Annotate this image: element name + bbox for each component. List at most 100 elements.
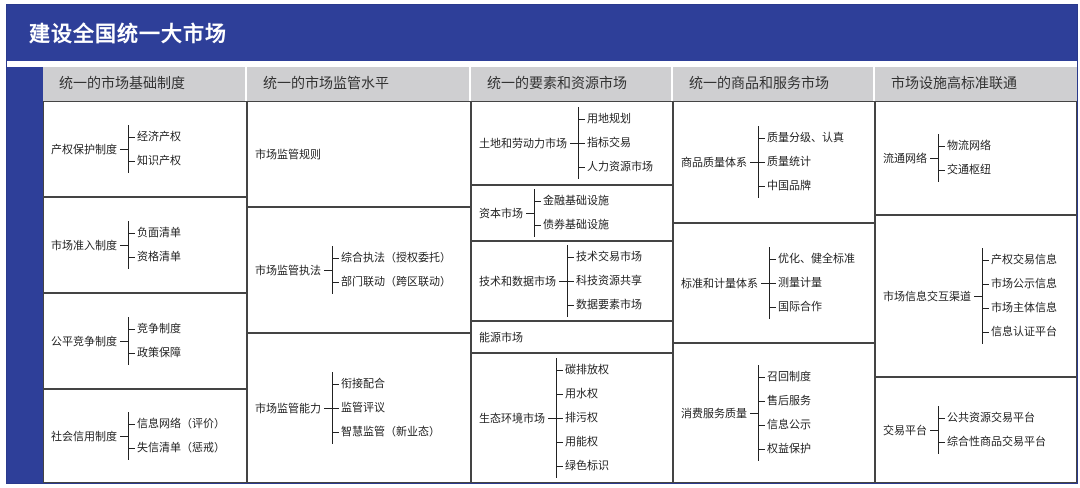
sub-item: 综合性商品交易平台	[939, 430, 1046, 454]
bracket-connector	[750, 412, 758, 414]
sub-item: 售后服务	[759, 389, 811, 413]
sub-item: 知识产权	[129, 149, 181, 173]
column-3: 土地和劳动力市场用地规划指标交易人力资源市场资本市场金融基础设施债券基础设施技术…	[471, 101, 673, 483]
category-name: 标准和计量体系	[681, 277, 758, 290]
category-group: 资本市场金融基础设施债券基础设施	[479, 186, 609, 240]
sub-item: 排污权	[557, 406, 609, 430]
column-header-3: 统一的要素和资源市场	[471, 67, 673, 101]
column-header-4: 统一的商品和服务市场	[673, 67, 875, 101]
category-cell: 生态环境市场碳排放权用水权排污权用能权绿色标识	[471, 353, 673, 483]
bracket-children: 碳排放权用水权排污权用能权绿色标识	[556, 358, 609, 478]
category-name: 产权保护制度	[51, 143, 117, 156]
category-group: 技术和数据市场技术交易市场科技资源共享数据要素市场	[479, 242, 642, 320]
category-name: 消费服务质量	[681, 407, 747, 420]
category-name: 社会信用制度	[51, 430, 117, 443]
category-cell: 交易平台公共资源交易平台综合性商品交易平台	[875, 377, 1077, 483]
category-name: 市场监管执法	[255, 264, 321, 277]
sub-item: 债券基础设施	[535, 213, 609, 237]
category-group: 土地和劳动力市场用地规划指标交易人力资源市场	[479, 102, 653, 184]
category-cell: 流通网络物流网络交通枢纽	[875, 101, 1077, 215]
sub-item: 用地规划	[579, 107, 653, 131]
category-name: 生态环境市场	[479, 412, 545, 425]
category-group: 市场监管执法综合执法（授权委托）部门联动（跨区联动）	[255, 208, 451, 332]
sub-item: 质量分级、认真	[759, 126, 844, 150]
bracket-children: 产权交易信息市场公示信息市场主体信息信息认证平台	[982, 248, 1057, 344]
bracket-connector	[324, 269, 332, 271]
category-group: 公平竞争制度竞争制度政策保障	[51, 294, 181, 388]
bracket-children: 物流网络交通枢纽	[938, 134, 991, 182]
category-group: 市场准入制度负面清单资格清单	[51, 198, 181, 292]
sub-item: 指标交易	[579, 131, 653, 155]
category-name: 公平竞争制度	[51, 335, 117, 348]
sub-item: 数据要素市场	[568, 293, 642, 317]
sub-item: 信息认证平台	[983, 320, 1057, 344]
category-name: 土地和劳动力市场	[479, 137, 567, 150]
bracket-connector	[548, 417, 556, 419]
category-name: 能源市场	[479, 331, 523, 344]
sub-item: 碳排放权	[557, 358, 609, 382]
category-group: 商品质量体系质量分级、认真质量统计中国品牌	[681, 102, 844, 222]
sub-item: 权益保护	[759, 437, 811, 461]
sub-item: 优化、健全标准	[770, 247, 855, 271]
sub-item: 国际合作	[770, 295, 855, 319]
sub-item: 金融基础设施	[535, 189, 609, 213]
category-name: 市场信息交互渠道	[883, 290, 971, 303]
sub-item: 经济产权	[129, 125, 181, 149]
bracket-connector	[974, 295, 982, 297]
category-cell: 产权保护制度经济产权知识产权	[43, 101, 247, 197]
category-cell: 土地和劳动力市场用地规划指标交易人力资源市场	[471, 101, 673, 185]
sub-item: 物流网络	[939, 134, 991, 158]
bracket-children: 信息网络（评价）失信清单（惩戒）	[128, 412, 225, 460]
sub-item: 智慧监管（新业态）	[333, 420, 440, 444]
category-cell: 公平竞争制度竞争制度政策保障	[43, 293, 247, 389]
bracket-connector	[750, 161, 758, 163]
bracket-children: 召回制度售后服务信息公示权益保护	[758, 365, 811, 461]
sub-item: 绿色标识	[557, 454, 609, 478]
sub-item: 质量统计	[759, 150, 844, 174]
sub-item: 综合执法（授权委托）	[333, 246, 451, 270]
column-2: 市场监管规则市场监管执法综合执法（授权委托）部门联动（跨区联动）市场监管能力衔接…	[247, 101, 471, 483]
sub-item: 信息公示	[759, 413, 811, 437]
column-header-5: 市场设施高标准联通	[875, 67, 1077, 101]
bracket-children: 综合执法（授权委托）部门联动（跨区联动）	[332, 246, 451, 294]
bracket-children: 竞争制度政策保障	[128, 317, 181, 365]
category-name: 市场监管规则	[255, 148, 321, 161]
column-4: 商品质量体系质量分级、认真质量统计中国品牌标准和计量体系优化、健全标准测量计量国…	[673, 101, 875, 483]
diagram-title: 建设全国统一大市场	[29, 22, 227, 46]
sub-item: 信息网络（评价）	[129, 412, 225, 436]
category-group: 能源市场	[479, 322, 523, 352]
category-group: 市场信息交互渠道产权交易信息市场公示信息市场主体信息信息认证平台	[883, 216, 1057, 376]
category-name: 资本市场	[479, 207, 523, 220]
bracket-children: 技术交易市场科技资源共享数据要素市场	[567, 245, 642, 317]
sub-item: 用水权	[557, 382, 609, 406]
bracket-children: 金融基础设施债券基础设施	[534, 189, 609, 237]
sub-item: 监管评议	[333, 396, 440, 420]
sub-item: 产权交易信息	[983, 248, 1057, 272]
sub-item: 资格清单	[129, 245, 181, 269]
category-name: 市场准入制度	[51, 239, 117, 252]
bracket-children: 负面清单资格清单	[128, 221, 181, 269]
category-group: 消费服务质量召回制度售后服务信息公示权益保护	[681, 344, 811, 482]
category-cell: 社会信用制度信息网络（评价）失信清单（惩戒）	[43, 389, 247, 483]
bracket-connector	[570, 142, 578, 144]
left-band	[7, 101, 43, 483]
sub-item: 市场公示信息	[983, 272, 1057, 296]
category-cell: 技术和数据市场技术交易市场科技资源共享数据要素市场	[471, 241, 673, 321]
bracket-connector	[120, 244, 128, 246]
sub-item: 政策保障	[129, 341, 181, 365]
diagram-body: 产权保护制度经济产权知识产权市场准入制度负面清单资格清单公平竞争制度竞争制度政策…	[7, 101, 1077, 483]
bracket-children: 优化、健全标准测量计量国际合作	[769, 247, 855, 319]
sub-item: 中国品牌	[759, 174, 844, 198]
category-cell: 商品质量体系质量分级、认真质量统计中国品牌	[673, 101, 875, 223]
bracket-connector	[930, 157, 938, 159]
sub-item: 技术交易市场	[568, 245, 642, 269]
category-cell: 市场信息交互渠道产权交易信息市场公示信息市场主体信息信息认证平台	[875, 215, 1077, 377]
category-name: 商品质量体系	[681, 156, 747, 169]
sub-item: 人力资源市场	[579, 155, 653, 179]
category-group: 市场监管能力衔接配合监管评议智慧监管（新业态）	[255, 334, 440, 482]
column-header-1: 统一的市场基础制度	[43, 67, 247, 101]
category-group: 流通网络物流网络交通枢纽	[883, 102, 991, 214]
sub-item: 测量计量	[770, 271, 855, 295]
bracket-connector	[526, 212, 534, 214]
sub-item: 交通枢纽	[939, 158, 991, 182]
